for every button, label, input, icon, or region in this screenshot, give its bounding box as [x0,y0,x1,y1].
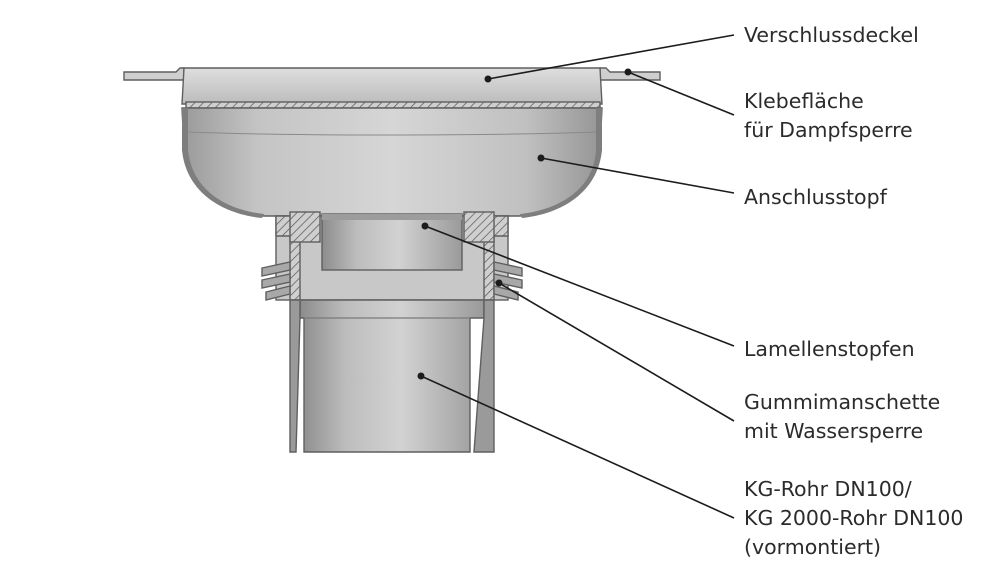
leader-plug [421,222,735,347]
label-pipe-line1: KG-Rohr DN100/ [744,477,912,501]
label-adhesive-line1: Klebefläche [744,89,864,113]
kg-pipe [289,299,495,453]
connection-pot [181,107,603,218]
label-plug: Lamellenstopfen [744,337,915,361]
label-adhesive-line2: für Dampfsperre [744,118,913,142]
lamella-plug [321,213,463,271]
leader-pot [537,154,735,194]
leader-pipe [417,372,735,519]
leader-rubber [495,279,735,422]
label-pipe-line3: (vormontiert) [744,535,881,559]
label-pot: Anschlusstopf [744,185,888,209]
label-pipe-line2: KG 2000-Rohr DN100 [744,506,963,530]
cover-lid [181,67,603,109]
label-rubber-line2: mit Wassersperre [744,419,923,443]
rubber-sleeve [261,261,523,301]
leader-cover [484,34,735,83]
leader-adhesive [624,68,735,116]
label-rubber-line1: Gummimanschette [744,390,940,414]
label-cover: Verschlussdeckel [744,23,919,47]
